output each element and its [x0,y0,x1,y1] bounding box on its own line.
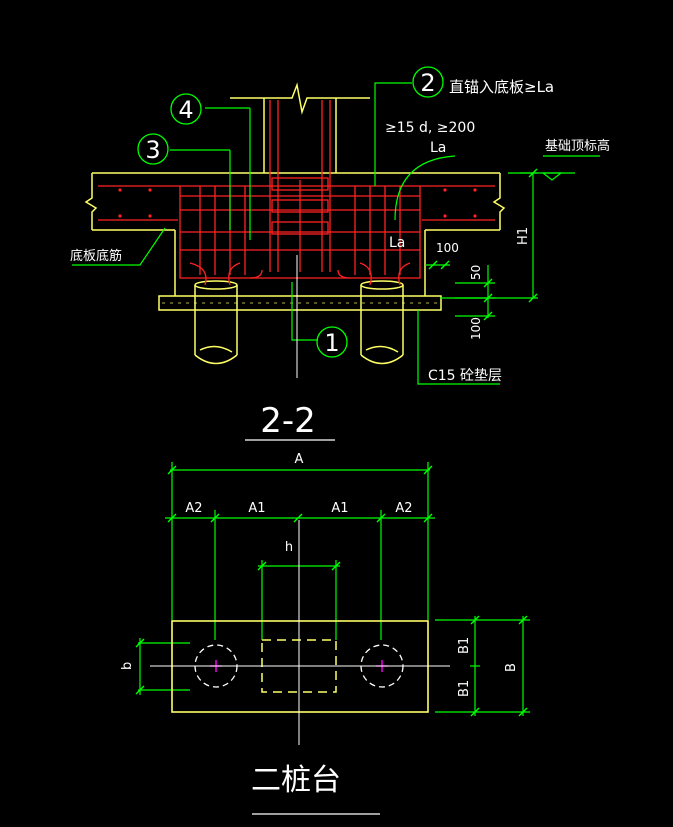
label-top-elevation: 基础顶标高 [545,138,610,154]
dim-b1-top: B1 [457,637,472,654]
dim-a1-left: A1 [248,501,265,516]
label-h1: H1 [516,227,531,245]
marker-4: 4 [170,93,202,125]
dim-h: h [285,540,293,555]
slab-outline [84,172,506,296]
cushion-layer [158,295,442,311]
marker-3-label: 3 [145,136,160,164]
label-la-mid: La [389,235,405,251]
dim-a1-right: A1 [331,501,348,516]
marker-3: 3 [137,133,169,165]
dim-a2-left: A2 [185,501,202,516]
pile-left [194,280,238,365]
label-dim-50: 50 [469,265,483,280]
dim-b: b [120,662,135,670]
label-la-top: La [430,140,446,156]
pile-right [360,280,404,365]
leader-lines [72,82,600,385]
label-cushion: C15 砼垫层 [428,368,502,384]
dim-b1-bottom: B1 [457,680,472,697]
label-bottom-rebar: 底板底筋 [70,248,122,264]
section-title: 2-2 [260,401,316,441]
label-dim-100-top: 100 [436,241,459,255]
marker-1-label: 1 [324,329,339,357]
label-anchor-length: ≥15 d, ≥200 [385,120,475,136]
dim-b-total: B [504,663,519,672]
dim-ticks-section [428,168,538,321]
plan-title: 二桩台 [251,763,341,798]
rebar-dots [118,188,477,218]
plan-dim-ticks [135,465,528,717]
label-bar2-anchorage: 直锚入底板≥La [449,78,554,96]
rebar-cage [98,100,495,286]
marker-2-label: 2 [420,69,435,97]
plan-dim-lines [138,462,530,716]
dim-a2-right: A2 [395,501,412,516]
marker-1: 1 [316,326,348,358]
plan-view: A A2 A1 A1 A2 h b B1 B1 B 二桩台 [120,452,530,815]
dim-a: A [295,452,304,467]
column-outline [230,82,370,173]
marker-4-label: 4 [178,96,193,124]
section-2-2: 4 3 2 1 直锚入底板≥La ≥15 d, ≥200 La La 基础顶标高… [70,66,610,441]
label-dim-100-bottom: 100 [469,317,483,340]
marker-2: 2 [412,66,444,98]
